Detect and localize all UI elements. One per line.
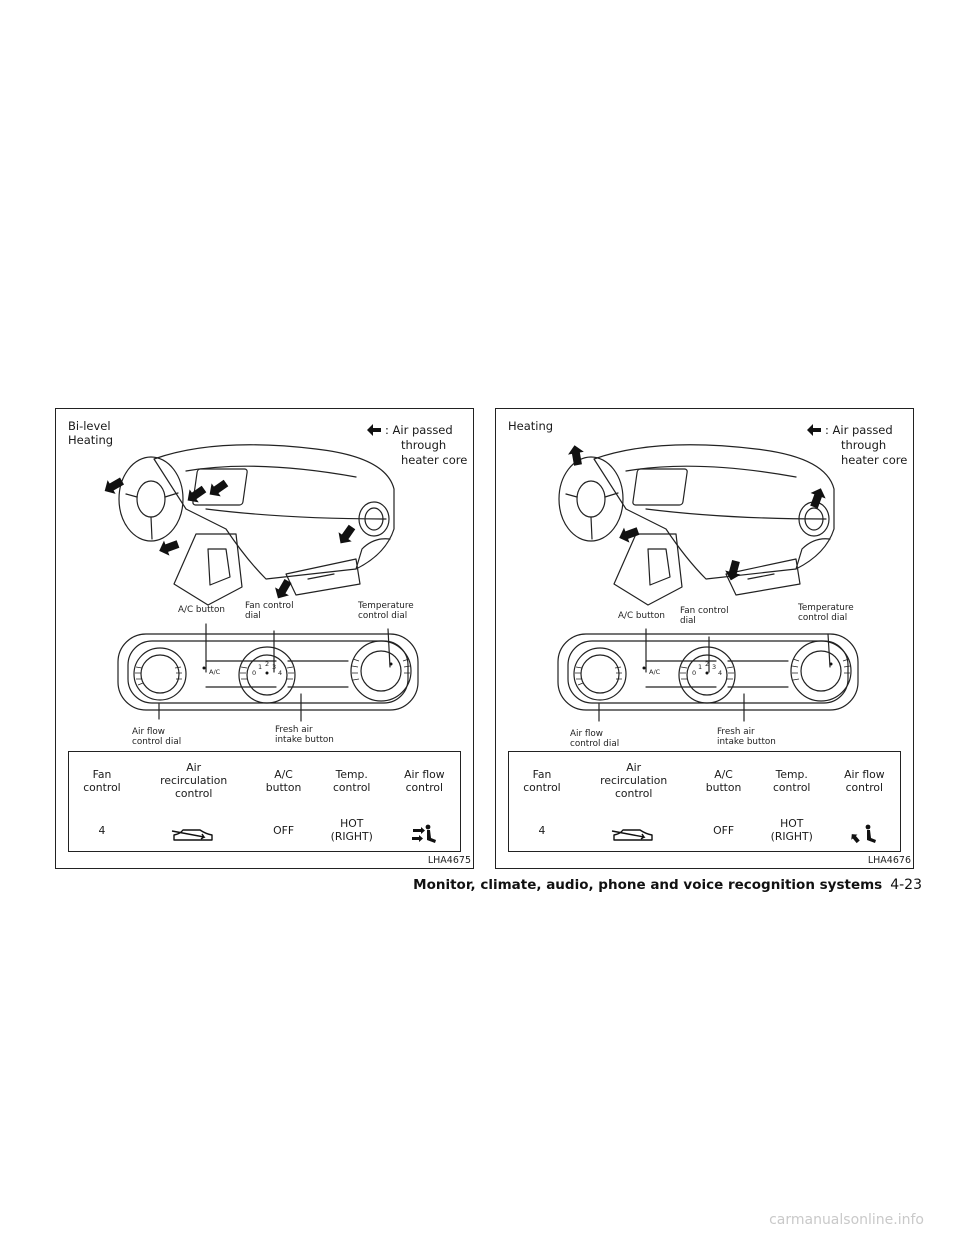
section-title: Monitor, climate, audio, phone and voice… [413, 877, 883, 893]
page-number: 4-23 [890, 877, 922, 893]
value-temp-control: HOT (RIGHT) [330, 817, 373, 844]
value-ac-button: OFF [273, 823, 295, 837]
settings-table: Fan control Air recirculation control A/… [508, 751, 901, 852]
value-air-flow-control [829, 810, 901, 852]
figure-heating: Heating : Air passed through heater core [495, 408, 914, 869]
fan-scale-1: 1 [698, 663, 703, 671]
label-air-flow-control-dial: Air flow control dial [132, 727, 182, 747]
header-ac-button: A/C button [705, 767, 742, 794]
foot-airflow-icon [851, 824, 877, 844]
fan-scale-0: 0 [692, 669, 697, 677]
settings-table: Fan control Air recirculation control A/… [68, 751, 461, 852]
figure-title: Heating [508, 419, 554, 433]
header-temp-control: Temp. control [333, 767, 371, 794]
heated-air-arrow-icon [367, 424, 381, 436]
panel-ac-marking: A/C [649, 668, 661, 676]
label-fresh-air-intake-button: Fresh air intake button [717, 727, 776, 747]
legend-line-1: : Air passed [385, 423, 453, 437]
header-ac-button: A/C button [265, 767, 302, 794]
value-air-flow-control [389, 810, 461, 852]
dashboard-illustration [104, 444, 419, 722]
value-ac-button: OFF [713, 823, 735, 837]
header-fan-control: Fan control [83, 767, 121, 794]
fan-scale-2: 2 [265, 660, 270, 668]
legend: : Air passed through heater core [806, 423, 907, 468]
fan-scale-4: 4 [278, 669, 283, 677]
value-fan-control: 4 [538, 823, 546, 837]
fan-scale-0: 0 [252, 669, 257, 677]
fresh-air-car-icon [171, 829, 213, 841]
watermark[interactable]: carmanualsonline.info [769, 1212, 924, 1228]
header-temp-control: Temp. control [773, 767, 811, 794]
figure-title: Bi-level Heating [68, 419, 114, 447]
panel-ac-marking: A/C [209, 668, 221, 676]
fan-scale-4: 4 [718, 669, 723, 677]
legend: : Air passed through heater core [366, 423, 467, 468]
figure-bi-level-heating: Bi-level Heating : Air passed through he… [55, 408, 474, 869]
fan-scale-3: 3 [712, 663, 717, 671]
fan-scale-1: 1 [258, 663, 263, 671]
heated-air-arrow-icon [807, 424, 821, 436]
header-air-recirculation-control: Air recirculation control [600, 761, 668, 801]
value-fan-control: 4 [98, 823, 106, 837]
figure-code: LHA4675 [427, 855, 471, 866]
header-air-flow-control: Air flow control [404, 767, 445, 794]
label-temperature-control-dial: Temperature control dial [358, 601, 414, 621]
header-fan-control: Fan control [523, 767, 561, 794]
header-air-recirculation-control: Air recirculation control [160, 761, 228, 801]
legend-line-2: through [841, 438, 887, 452]
legend-line-1: : Air passed [825, 423, 893, 437]
header-air-flow-control: Air flow control [844, 767, 885, 794]
label-fresh-air-intake-button: Fresh air intake button [275, 725, 334, 745]
value-air-recirculation-control [135, 810, 252, 852]
legend-line-3: heater core [841, 453, 908, 467]
label-fan-control-dial: Fan control dial [680, 606, 729, 626]
legend-line-3: heater core [401, 453, 468, 467]
dashboard-illustration [557, 444, 859, 722]
fan-scale-2: 2 [705, 660, 710, 668]
legend-line-2: through [401, 438, 447, 452]
label-temperature-control-dial: Temperature control dial [798, 603, 854, 623]
bi-level-airflow-icon [412, 824, 437, 844]
value-temp-control: HOT (RIGHT) [770, 817, 813, 844]
label-ac-button: A/C button [618, 611, 665, 621]
fresh-air-car-icon [611, 829, 653, 841]
page-footer: Monitor, climate, audio, phone and voice… [413, 877, 922, 893]
fan-scale-3: 3 [272, 663, 277, 671]
label-fan-control-dial: Fan control dial [245, 601, 294, 621]
figure-code: LHA4676 [867, 855, 911, 866]
value-air-recirculation-control [575, 810, 692, 852]
label-ac-button: A/C button [178, 605, 225, 615]
label-air-flow-control-dial: Air flow control dial [570, 729, 620, 749]
